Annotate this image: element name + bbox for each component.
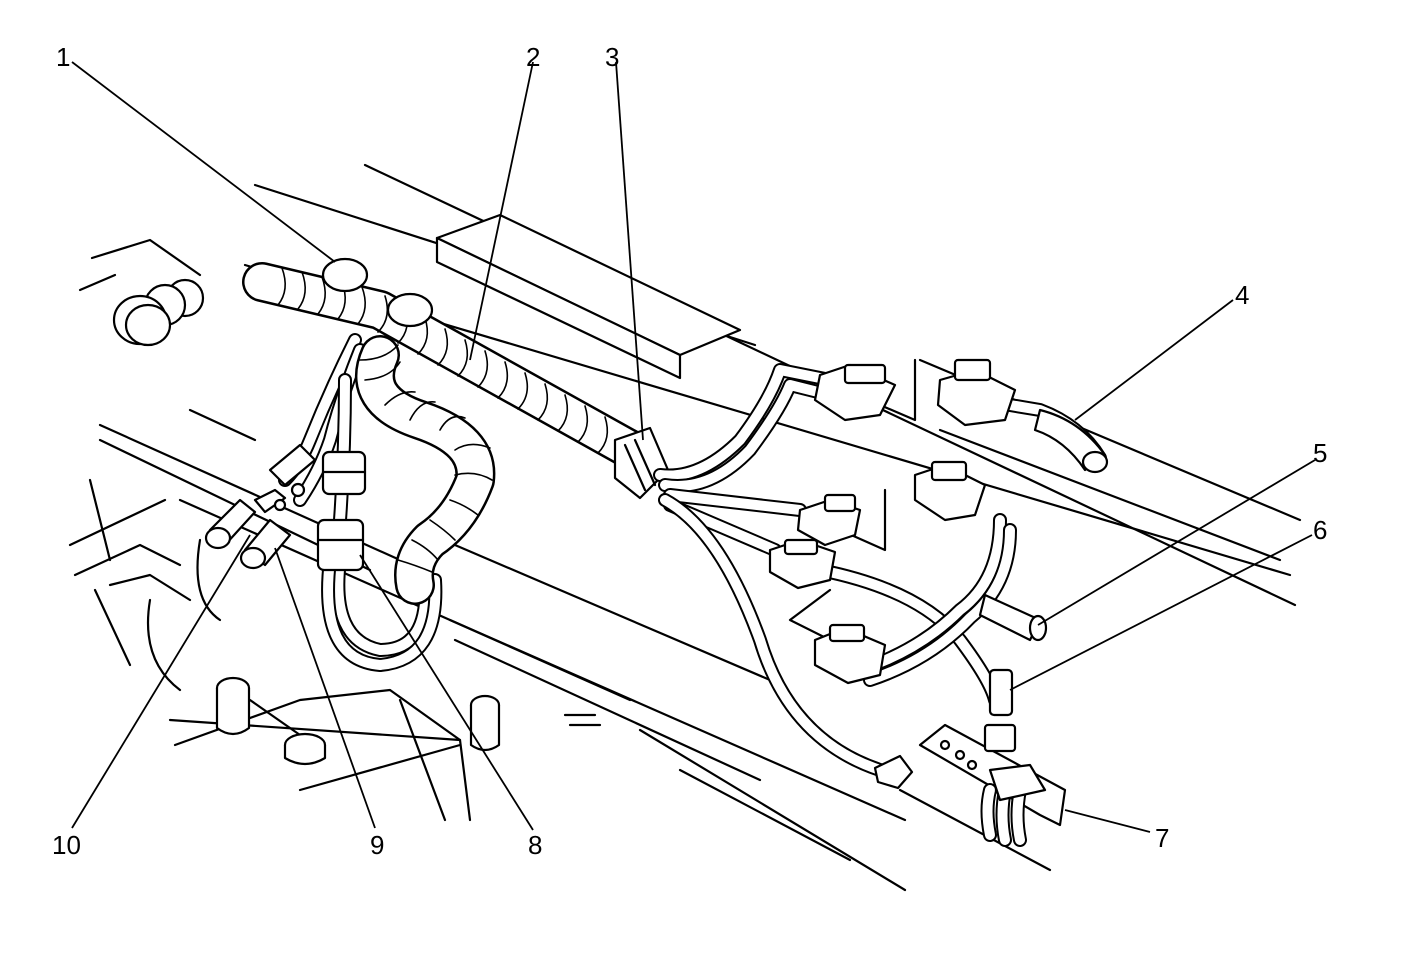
left-branch-wires <box>204 333 443 672</box>
callout-7: 7 <box>1155 823 1170 853</box>
callout-8: 8 <box>528 830 543 860</box>
callout-9: 9 <box>370 830 385 860</box>
callout-2: 2 <box>526 42 541 72</box>
leader-lines <box>71 61 1316 833</box>
callout-6: 6 <box>1313 515 1328 545</box>
callout-4: 4 <box>1235 280 1250 310</box>
callout-5: 5 <box>1313 438 1328 468</box>
callout-1: 1 <box>56 42 71 72</box>
background-structure <box>98 163 1302 892</box>
main-harness-conduit <box>242 257 670 605</box>
lower-left-structure <box>68 478 501 822</box>
callout-3: 3 <box>605 42 620 72</box>
right-branch-wires <box>653 363 1109 777</box>
callout-10: 10 <box>52 830 81 860</box>
right-connectors <box>768 358 1067 847</box>
upper-left-connector-caps <box>78 238 205 347</box>
